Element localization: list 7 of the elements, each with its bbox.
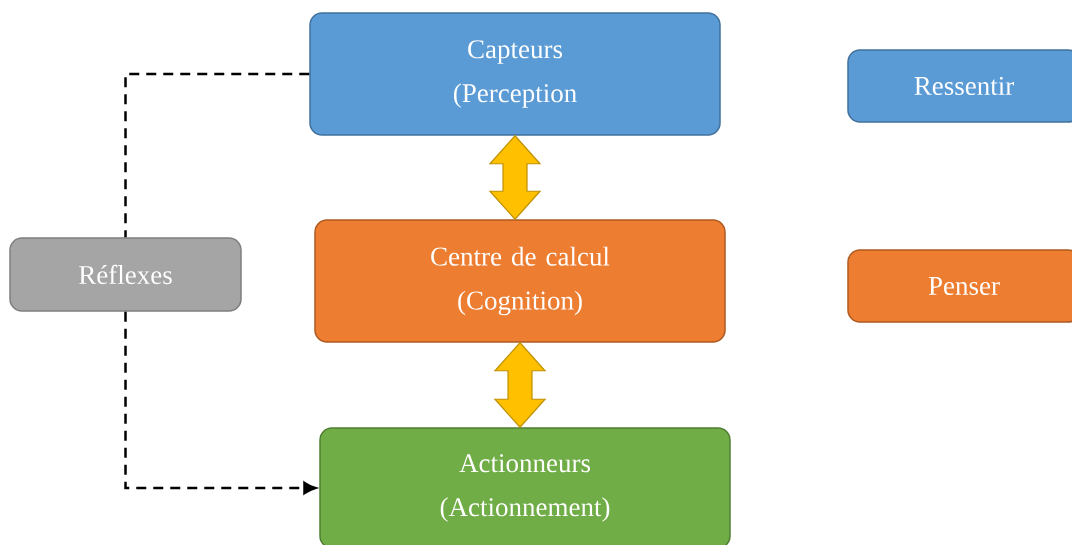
process-box: Ressentir: [847, 49, 1072, 123]
process-box: Actionneurs (Actionnement): [319, 427, 731, 545]
process-box: Réflexes: [9, 237, 242, 312]
process-box: Penser: [847, 249, 1072, 323]
dashed-arrow: [124, 311, 317, 495]
process-box: Centre de calcul (Cognition): [314, 219, 726, 343]
process-box: Capteurs (Perception: [309, 12, 721, 136]
